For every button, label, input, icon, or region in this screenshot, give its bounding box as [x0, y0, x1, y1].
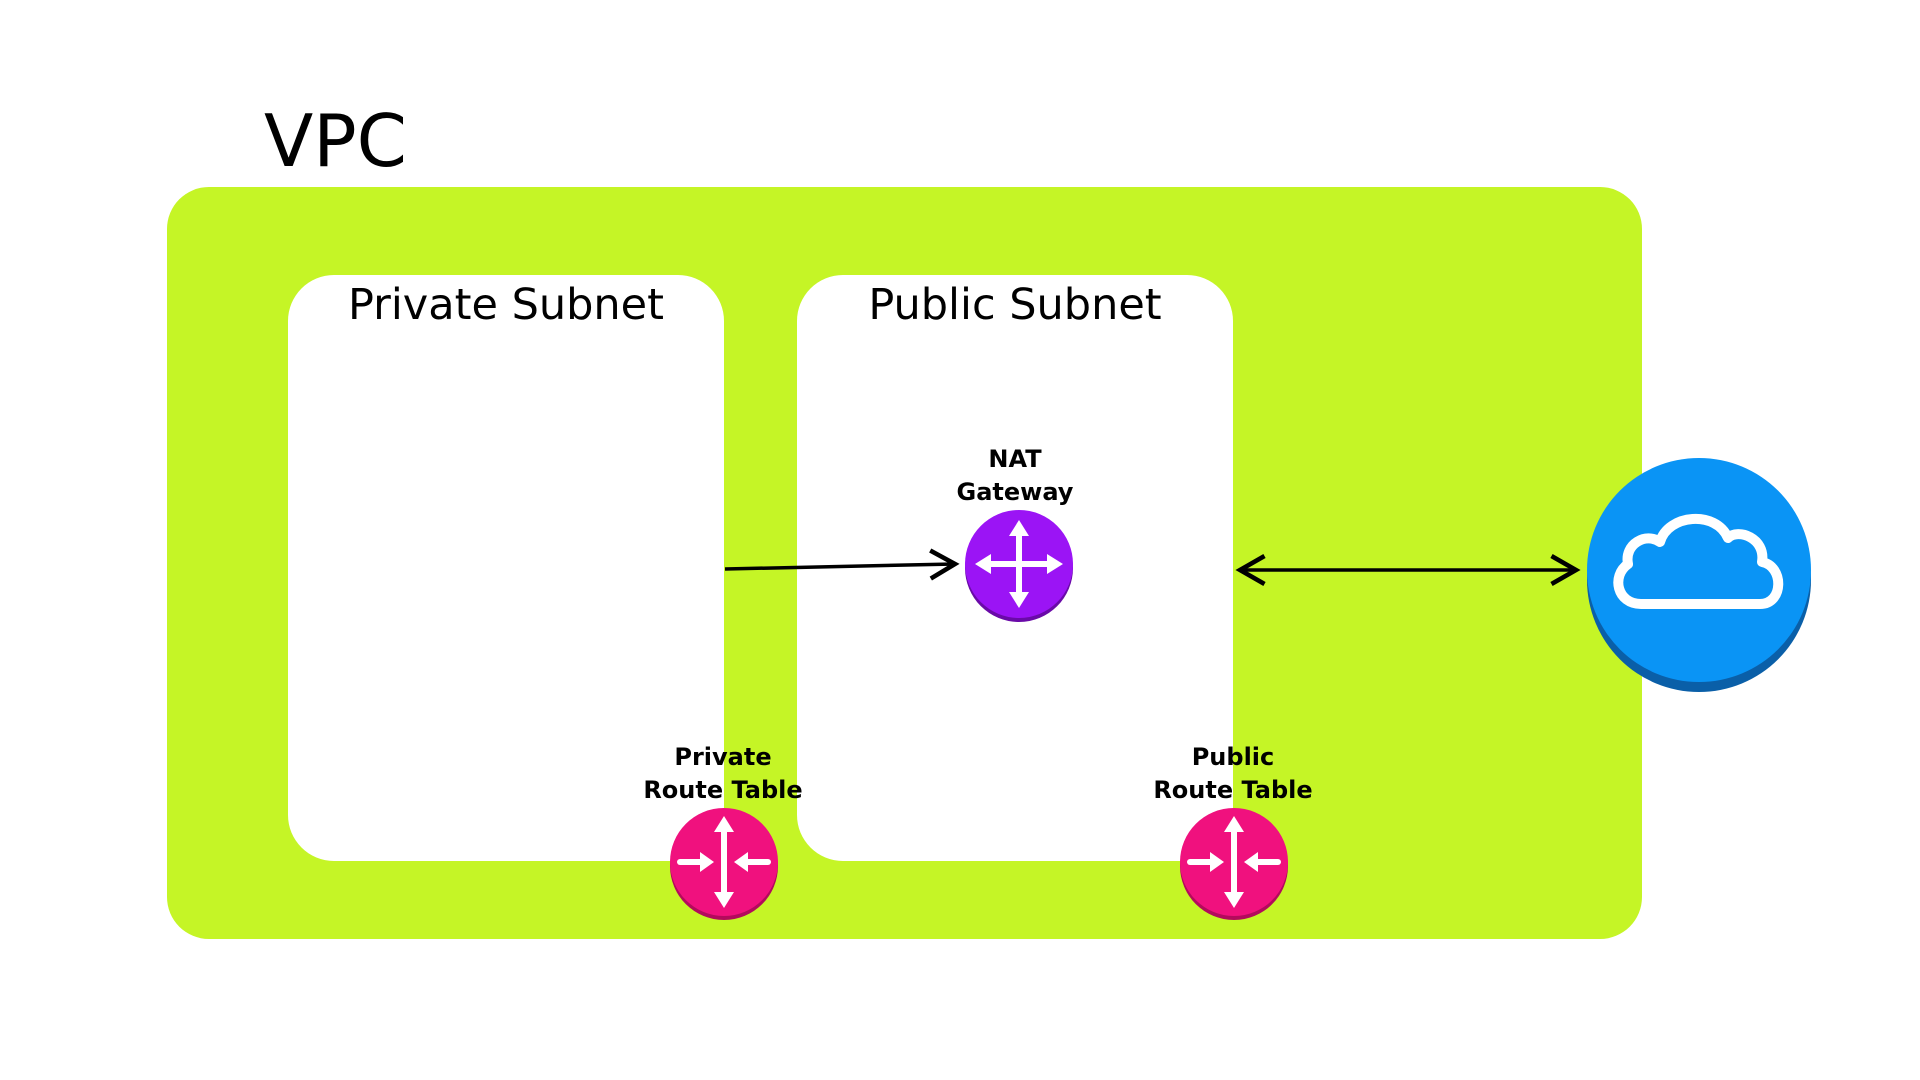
public-route-table-label: Public Route Table [1143, 741, 1323, 807]
private-subnet: Private Subnet [288, 275, 724, 861]
private-subnet-label: Private Subnet [348, 280, 664, 330]
nat-gateway-label-line1: NAT [988, 445, 1042, 473]
private-route-table-label-line2: Route Table [643, 776, 803, 804]
public-subnet-label: Public Subnet [868, 280, 1162, 330]
nat-gateway-label-line2: Gateway [956, 478, 1074, 506]
nat-gateway-router-icon[interactable] [963, 510, 1075, 627]
nat-gateway-label: NAT Gateway [930, 443, 1100, 509]
public-subnet: Public Subnet [797, 275, 1233, 861]
private-route-table-label: Private Route Table [633, 741, 813, 807]
public-route-table-icon[interactable] [1178, 808, 1290, 925]
public-route-table-label-line1: Public [1191, 743, 1275, 771]
internet-cloud-icon[interactable] [1584, 458, 1814, 693]
public-route-table-label-line2: Route Table [1153, 776, 1313, 804]
private-route-table-label-line1: Private [674, 743, 772, 771]
vpc-title: VPC [264, 99, 407, 183]
private-route-table-icon[interactable] [668, 808, 780, 925]
